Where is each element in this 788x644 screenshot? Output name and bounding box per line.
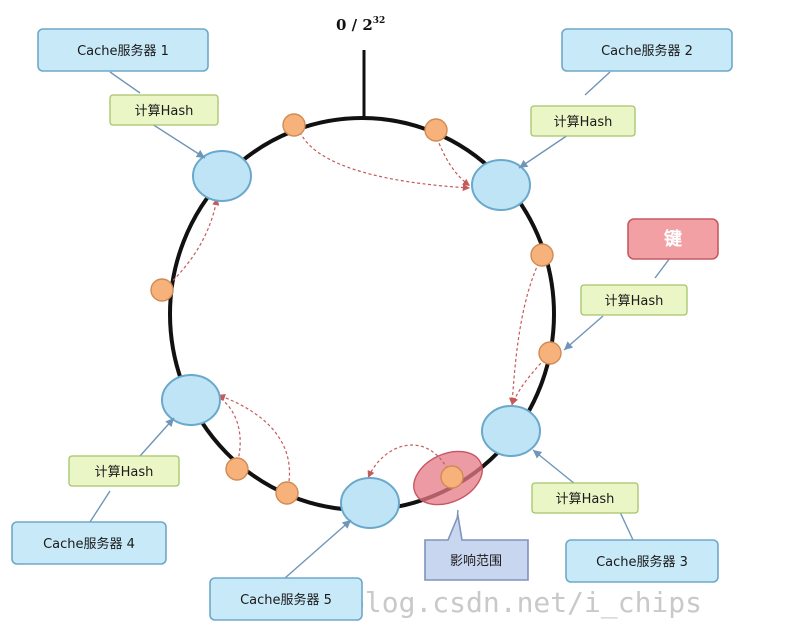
server-box-4 bbox=[11, 521, 167, 565]
hash-label-3: 计算Hash bbox=[556, 492, 615, 507]
server-label-3: Cache服务器 3 bbox=[596, 554, 688, 570]
server-label-4: Cache服务器 4 bbox=[43, 536, 135, 552]
server-node-3 bbox=[481, 405, 541, 457]
mapping-arrow bbox=[367, 444, 451, 479]
connector-line bbox=[563, 315, 604, 351]
object-node bbox=[440, 465, 464, 489]
object-node bbox=[282, 113, 306, 137]
ring-origin-label: 0 / 232 bbox=[336, 16, 385, 34]
hash-label-4: 计算Hash bbox=[95, 465, 154, 480]
affected-range-label: 影响范围 bbox=[450, 553, 502, 569]
connector-line bbox=[584, 71, 611, 96]
hash-box-1 bbox=[109, 94, 219, 126]
connector-line bbox=[284, 519, 352, 579]
hash-box-2 bbox=[530, 105, 636, 137]
connector-line bbox=[654, 257, 671, 279]
server-node-4 bbox=[161, 374, 221, 426]
key-box bbox=[627, 218, 719, 260]
hash-box-3 bbox=[531, 482, 639, 514]
object-node bbox=[150, 278, 174, 302]
server-box-1 bbox=[37, 28, 209, 72]
hash-label-key: 计算Hash bbox=[605, 294, 664, 309]
server-node-1 bbox=[192, 150, 252, 202]
mapping-arrow bbox=[299, 131, 471, 192]
key-label: 键 bbox=[663, 228, 682, 250]
connector-line bbox=[532, 449, 576, 485]
server-label-5: Cache服务器 5 bbox=[240, 592, 332, 608]
connector-line bbox=[109, 71, 141, 94]
connector-line bbox=[89, 490, 111, 523]
object-node bbox=[424, 118, 448, 142]
mapping-arrow bbox=[511, 354, 549, 406]
connector-line bbox=[619, 511, 634, 541]
server-box-5 bbox=[209, 577, 363, 621]
server-box-3 bbox=[565, 539, 719, 583]
mapping-arrow bbox=[508, 257, 542, 406]
object-node bbox=[275, 481, 299, 505]
server-node-2 bbox=[471, 159, 531, 211]
server-label-2: Cache服务器 2 bbox=[601, 43, 693, 59]
hash-box-4 bbox=[68, 455, 180, 487]
hash-label-1: 计算Hash bbox=[135, 104, 194, 119]
object-node bbox=[530, 243, 554, 267]
object-node bbox=[538, 341, 562, 365]
server-node-5 bbox=[340, 477, 400, 529]
server-box-2 bbox=[561, 28, 733, 72]
connector-line bbox=[518, 134, 569, 169]
object-node bbox=[225, 457, 249, 481]
hash-box-key bbox=[580, 284, 688, 316]
connector-line bbox=[139, 417, 175, 457]
server-label-1: Cache服务器 1 bbox=[77, 43, 169, 59]
connector-line bbox=[151, 123, 206, 159]
mapping-arrow bbox=[217, 394, 291, 493]
hash-label-2: 计算Hash bbox=[554, 115, 613, 130]
affected-range-callout bbox=[424, 513, 529, 581]
